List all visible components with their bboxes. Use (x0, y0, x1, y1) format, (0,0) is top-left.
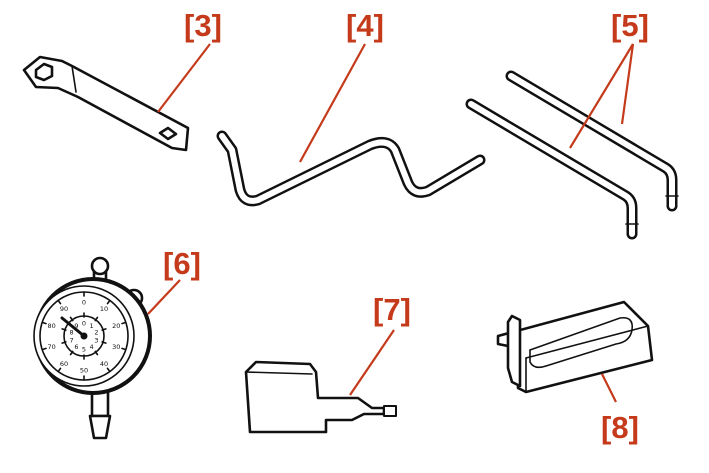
dial-inner-num-1: 1 (90, 322, 94, 330)
dial-outer-num-tick-9 (57, 299, 62, 305)
dial-needle (60, 316, 86, 338)
dial-inner-num-3: 3 (94, 336, 98, 344)
dial-outer-num-6: 60 (60, 360, 68, 368)
dial-inner-num-5: 5 (82, 345, 86, 353)
leader-5b (620, 43, 635, 125)
dial-inner-num-tick-2 (101, 328, 107, 331)
dial-outer-num-1: 10 (100, 305, 108, 313)
slotted-bracket-icon (496, 300, 654, 394)
dial-outer-num-tick-3 (121, 347, 127, 351)
dial-inner-num-4: 4 (90, 343, 94, 351)
dial-inner-num-tick-3 (101, 341, 107, 344)
dial-outer-num-2: 20 (112, 322, 120, 330)
dial-inner-num-8: 8 (70, 328, 74, 336)
dial-inner-num-2: 2 (94, 328, 98, 336)
gauge-probe-block-icon (244, 360, 397, 434)
dial-outer-num-0: 0 (82, 298, 86, 306)
leader-8 (601, 373, 617, 403)
dial-outer-num-9: 90 (60, 305, 68, 313)
leader-5a (569, 43, 634, 149)
dial-inner-num-0: 0 (82, 319, 86, 327)
callout-7: [7] (373, 292, 411, 327)
dial-outer-num-tick-4 (106, 367, 111, 373)
dial-outer-num-5: 50 (80, 366, 88, 374)
leader-7 (349, 329, 395, 396)
dial-outer-num-3: 30 (112, 343, 120, 351)
l-pins-icon (465, 70, 679, 240)
dial-inner-num-tick-4 (94, 350, 99, 356)
dial-outer-num-tick-7 (41, 347, 47, 351)
dial-inner-num-tick-8 (61, 328, 67, 331)
dial-outer-num-tick-1 (106, 299, 111, 305)
leader-6 (147, 279, 181, 315)
dial-outer-num-tick-8 (41, 321, 47, 325)
leader-4 (299, 43, 366, 163)
callout-6: [6] (163, 246, 201, 281)
dial-inner-num-tick-7 (61, 341, 67, 344)
callout-3: [3] (184, 8, 222, 43)
dial-outer-num-tick-2 (121, 321, 127, 325)
dial-inner-num-9: 9 (74, 322, 78, 330)
callout-4: [4] (346, 8, 384, 43)
leader-3 (157, 43, 211, 113)
dial-inner-num-6: 6 (74, 343, 78, 351)
dial-outer-num-tick-6 (57, 367, 62, 373)
offset-wrench-icon (22, 55, 190, 152)
callout-8: [8] (601, 410, 639, 445)
dial-inner-num-tick-6 (69, 350, 74, 356)
dial-outer-num-8: 80 (48, 322, 56, 330)
callout-5: [5] (611, 8, 649, 43)
dial-inner-num-7: 7 (70, 336, 74, 344)
bent-rod-icon (216, 130, 486, 207)
dial-inner-num-tick-1 (94, 316, 99, 322)
dial-outer-num-4: 40 (100, 360, 108, 368)
dial-outer-num-7: 70 (48, 343, 56, 351)
dial-inner-num-tick-9 (69, 316, 74, 322)
